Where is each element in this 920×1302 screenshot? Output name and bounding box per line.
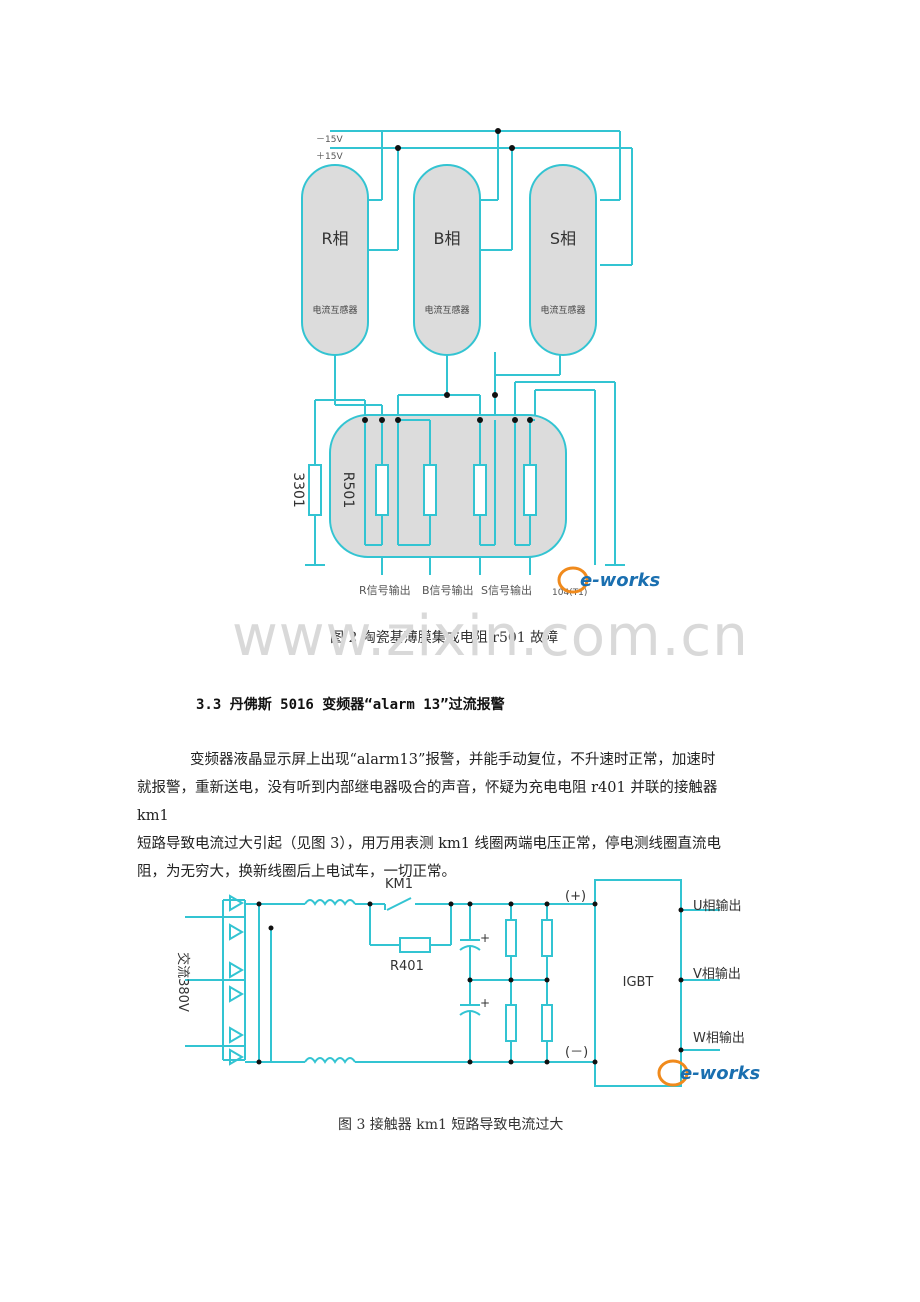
section-paragraph-cont: 就报警，重新送电，没有听到内部继电器吸合的声音，怀疑为充电电阻 r401 并联的…	[137, 774, 743, 886]
internal-resistors	[308, 464, 537, 516]
dc-plus-label: (+)	[565, 889, 586, 904]
r501-block	[329, 414, 567, 558]
sensor-s	[529, 164, 597, 356]
label-pos-15v: ＋15V	[316, 151, 343, 162]
dc-minus-label: (－)	[565, 1045, 588, 1060]
svg-text:e-works: e-works	[680, 1063, 761, 1084]
output-r-signal: R信号输出	[359, 583, 411, 597]
figure-2-caption: 图 2 陶瓷基薄膜集成电阻 r501 故障	[330, 630, 559, 646]
cap1-plus: +	[480, 931, 490, 945]
svg-text:e-works: e-works	[580, 570, 660, 591]
label-3301: 3301	[290, 472, 306, 508]
output-b-signal: B信号输出	[422, 583, 474, 597]
figure-3-circuit-diagram: 交流380V KM1 R401 (+) (－) + + IGBT U相输出 V相…	[175, 877, 761, 1087]
sensor-r-label: 电流互感器	[312, 304, 357, 316]
sensor-b-label: 电流互感器	[424, 304, 469, 316]
sensor-s-label: 电流互感器	[540, 304, 585, 316]
figure-3-caption: 图 3 接触器 km1 短路导致电流过大	[338, 1117, 564, 1133]
sensor-r	[301, 164, 369, 356]
eworks-logo: e-works	[657, 1059, 761, 1087]
eworks-logo: e-works	[557, 566, 660, 594]
paragraph-line: 短路导致电流过大引起（见图 3），用万用表测 km1 线圈两端电压正常，停电测线…	[137, 836, 722, 852]
km1-label: KM1	[385, 877, 413, 892]
r401-label: R401	[390, 959, 424, 974]
output-s-signal: S信号输出	[481, 583, 532, 597]
sensor-s-phase: S相	[550, 229, 576, 248]
ac-input-label: 交流380V	[175, 952, 191, 1012]
output-v: V相输出	[693, 966, 741, 982]
section-heading: 3.3 丹佛斯 5016 变频器“alarm 13”过流报警	[196, 697, 505, 713]
paragraph-line: 变频器液晶显示屏上出现“alarm13”报警，并能手动复位，不升速时正常，加速时	[190, 752, 716, 768]
igbt-label: IGBT	[623, 975, 654, 990]
cap2-plus: +	[480, 996, 490, 1010]
figure-2-circuit-diagram: －15V ＋15V R相 电流互感器 B相 电流互感器 S相 电流互感器 330…	[290, 128, 660, 598]
paragraph-line: 就报警，重新送电，没有听到内部继电器吸合的声音，怀疑为充电电阻 r401 并联的…	[137, 780, 718, 824]
section-paragraph: 变频器液晶显示屏上出现“alarm13”报警，并能手动复位，不升速时正常，加速时	[190, 746, 796, 774]
label-neg-15v: －15V	[316, 135, 343, 145]
label-r501: R501	[340, 472, 356, 508]
paragraph-line: 阻，为无穷大，换新线圈后上电试车，一切正常。	[137, 864, 456, 880]
sensor-b	[413, 164, 481, 356]
sensor-r-phase: R相	[321, 229, 348, 248]
watermark: www.zixin.com.cn	[232, 604, 749, 669]
output-u: U相输出	[693, 898, 742, 914]
sensor-b-phase: B相	[434, 229, 461, 248]
output-w: W相输出	[693, 1030, 745, 1046]
